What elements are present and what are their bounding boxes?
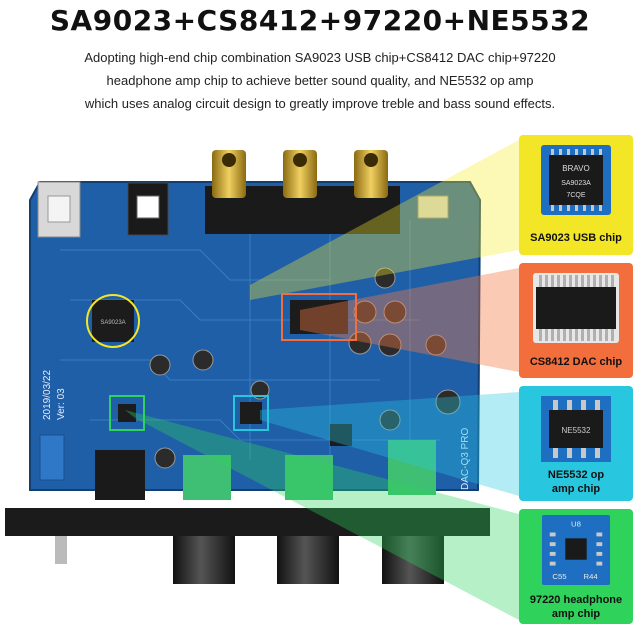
chip-text: NE5532 — [562, 426, 591, 435]
board-model: DAC-Q3 PRO — [460, 428, 471, 490]
board-date: 2019/03/22 — [42, 370, 53, 420]
knob — [277, 536, 339, 584]
headphone-amp-chip-icon: U8 C55 R44 — [541, 515, 611, 585]
callout-label: amp chip — [551, 483, 601, 495]
callout-label: NE5532 op — [547, 469, 605, 481]
rca-jack — [354, 150, 388, 198]
capacitors — [149, 267, 461, 469]
power-jack — [95, 450, 145, 500]
highlight-beam — [250, 140, 519, 300]
usb-b-port — [37, 181, 81, 238]
chip-text: R44 — [583, 572, 598, 581]
op-amp-chip — [330, 424, 352, 446]
op-amp-chip — [240, 402, 262, 424]
front-panel — [5, 508, 490, 536]
chip-text: SA9023A — [561, 180, 591, 187]
chip-text: BRAVO — [562, 164, 589, 173]
callout-97220: U8 C55 R44 97220 headphone amp chip — [519, 509, 633, 624]
potentiometer — [183, 455, 231, 500]
description-line: Adopting high-end chip combination SA902… — [84, 50, 556, 65]
circuit-board — [29, 181, 482, 491]
callout-sa9023: BRAVO SA9023A 7CQE SA9023 USB chip — [519, 135, 633, 255]
description: Adopting high-end chip combination SA902… — [24, 46, 616, 115]
chip-text: U8 — [571, 520, 581, 529]
power-switch — [39, 434, 65, 481]
dac-chip-icon — [533, 273, 619, 343]
callout-label: 97220 headphone — [529, 594, 623, 606]
usb-chip-label: SA9023A — [100, 320, 125, 326]
callout-ne5532: NE5532 NE5532 op amp chip — [519, 386, 633, 501]
knob — [173, 536, 235, 584]
highlight-beam — [125, 410, 519, 620]
callout-label: CS8412 DAC chip — [529, 356, 623, 368]
dac-chip — [290, 300, 348, 334]
potentiometer — [285, 455, 333, 500]
rca-jack — [212, 150, 246, 198]
highlight-beam — [300, 268, 519, 372]
callout-label: amp chip — [551, 608, 601, 620]
highlight-beam — [260, 392, 519, 496]
usb-chip-icon: BRAVO SA9023A 7CQE — [541, 145, 611, 215]
page-title: SA9023+CS8412+97220+NE5532 — [49, 4, 591, 37]
description-line: which uses analog circuit design to grea… — [84, 96, 556, 111]
board-version: Ver: 03 — [56, 388, 67, 420]
micro-usb-port — [417, 195, 449, 219]
description-line: headphone amp chip to achieve better sou… — [106, 73, 534, 88]
rca-jack — [283, 150, 317, 198]
potentiometer — [388, 440, 436, 495]
chip-text: 7CQE — [566, 192, 585, 199]
usb-chip — [92, 300, 134, 342]
chip-text: C55 — [552, 572, 566, 581]
callout-cs8412: CS8412 DAC chip — [519, 263, 633, 378]
callout-label: SA9023 USB chip — [530, 232, 622, 244]
knob — [382, 536, 444, 584]
op-amp-chip-icon: NE5532 — [541, 396, 611, 462]
headphone-amp-chip — [118, 404, 136, 422]
